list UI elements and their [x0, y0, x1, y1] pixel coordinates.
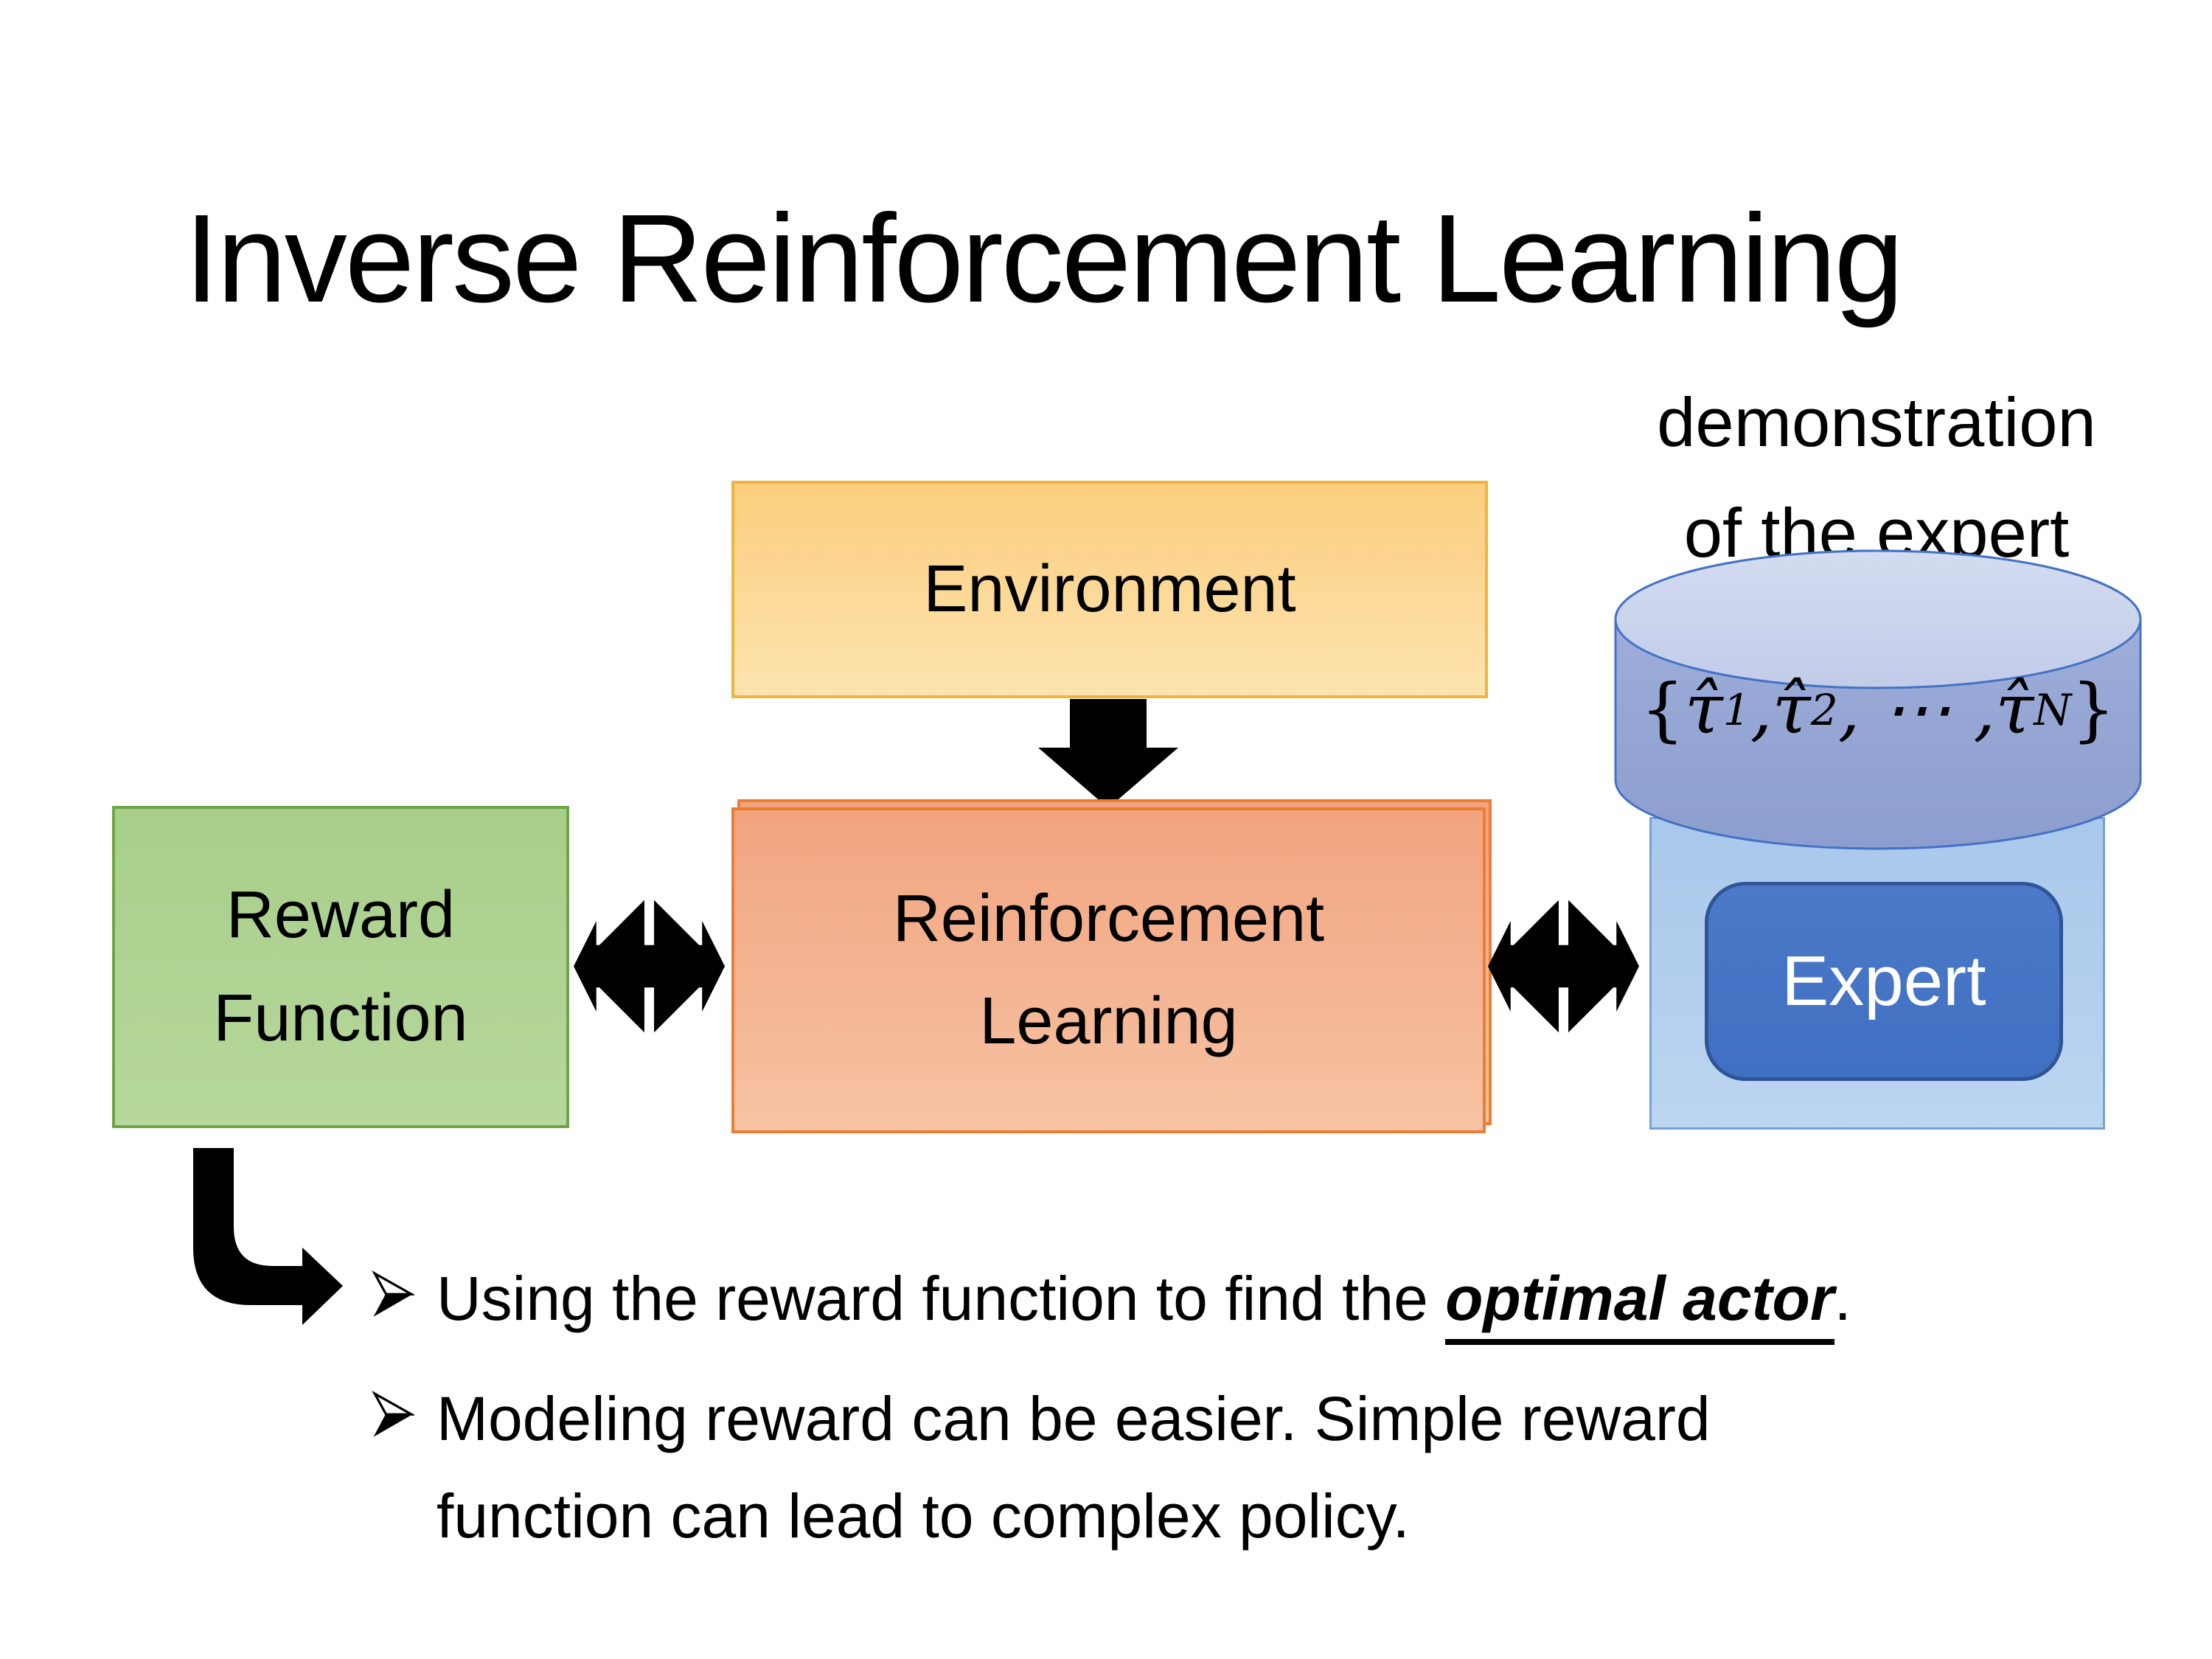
expert-box: Expert: [1705, 882, 2063, 1081]
reinforcement-learning-label: Reinforcement Learning: [893, 868, 1324, 1074]
exchange-star-arrow-icon: [574, 891, 725, 1042]
bullet-1-prefix: Using the reward function to find the: [437, 1264, 1446, 1333]
down-arrow-icon: [1038, 699, 1178, 808]
reinforcement-learning-box: Reinforcement Learning: [731, 807, 1486, 1133]
exchange-star-arrow-icon: [1488, 891, 1639, 1042]
bullet-1-text: Using the reward function to find the op…: [437, 1250, 1851, 1347]
reinforcement-learning-line2: Learning: [979, 984, 1238, 1058]
formula-tau1: τ̂: [1684, 669, 1723, 750]
reward-function-box: Reward Function: [112, 806, 569, 1128]
formula-close-brace: }: [2071, 669, 2116, 750]
formula-tauN: τ̂: [1995, 669, 2034, 750]
bullet-item-2: Modeling reward can be easier. Simple re…: [367, 1370, 2174, 1565]
bullet-2-line1: Modeling reward can be easier. Simple re…: [437, 1384, 1711, 1453]
formula-tau2: τ̂: [1772, 669, 1811, 750]
formula-sep2: , ⋯ ,: [1837, 669, 1996, 750]
bullet-1-emphasis: optimal actor: [1445, 1264, 1834, 1345]
reinforcement-learning-line1: Reinforcement: [892, 881, 1325, 956]
arrowhead-bullet-icon: [372, 1270, 414, 1317]
bullet-2-line2: function can lead to complex policy.: [437, 1481, 1410, 1551]
trajectory-set-formula: {τ̂1, τ̂2, ⋯ , τ̂N}: [1640, 669, 2116, 750]
reward-function-line2: Function: [213, 981, 468, 1055]
bent-elbow-arrow-icon: [193, 1148, 343, 1325]
database-cylinder: [1614, 549, 2142, 850]
bullet-2-text: Modeling reward can be easier. Simple re…: [437, 1370, 1711, 1565]
bullet-1-suffix: .: [1834, 1264, 1851, 1333]
formula-open-brace: {: [1640, 669, 1685, 750]
environment-label: Environment: [923, 552, 1296, 626]
environment-box: Environment: [731, 481, 1488, 698]
reward-function-label: Reward Function: [213, 864, 467, 1070]
reward-function-line1: Reward: [226, 878, 456, 952]
bullet-item-1: Using the reward function to find the op…: [367, 1250, 2174, 1347]
expert-label: Expert: [1781, 942, 1986, 1020]
slide-title: Inverse Reinforcement Learning: [184, 189, 1904, 329]
arrowhead-bullet-icon: [372, 1390, 414, 1437]
demonstration-caption: demonstration of the expert: [1582, 367, 2171, 588]
formula-sep1: ,: [1750, 669, 1773, 750]
demonstration-caption-line1: demonstration: [1657, 383, 2096, 461]
